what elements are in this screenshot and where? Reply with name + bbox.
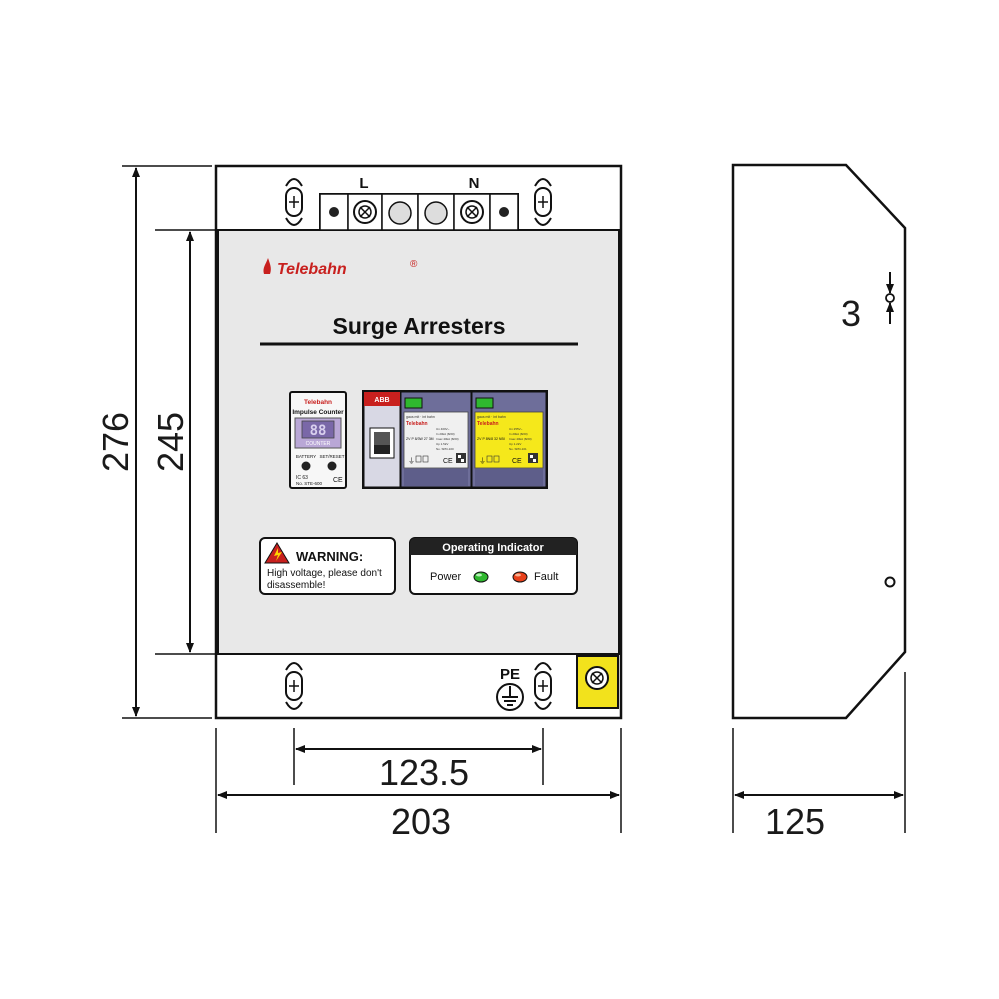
- indicator-fault-label: Fault: [534, 571, 558, 583]
- indicator-title: Operating Indicator: [442, 542, 544, 554]
- power-led: [473, 571, 489, 583]
- svg-text:No. SPD-100: No. SPD-100: [436, 447, 454, 451]
- svg-text:Telebahn: Telebahn: [477, 421, 499, 427]
- counter-battery-button[interactable]: [301, 461, 311, 471]
- svg-text:Imax 40kA (8/20): Imax 40kA (8/20): [509, 437, 532, 441]
- total-height-value: 276: [95, 412, 136, 472]
- dimension-hole-spacing: 123.5: [293, 728, 544, 793]
- pe-label: PE: [500, 666, 520, 683]
- terminal-label-line: L: [359, 175, 368, 192]
- svg-text:Up 1.5kV: Up 1.5kV: [436, 442, 448, 446]
- svg-text:In 20kA (8/20): In 20kA (8/20): [509, 432, 528, 436]
- counter-reset-label: SET/RESET: [319, 454, 344, 459]
- ce-mark: CE: [333, 477, 343, 484]
- counter-battery-label: BATTERY: [296, 454, 316, 459]
- registered-mark: ®: [410, 259, 418, 270]
- dimension-total-height: 276: [95, 165, 212, 719]
- total-width-value: 203: [391, 801, 451, 842]
- module1-status-window: [404, 397, 423, 409]
- dimension-depth: 125: [732, 672, 906, 842]
- dimension-total-width: 203: [215, 728, 622, 842]
- side-view: 3: [731, 163, 907, 720]
- counter-display-digits: 88: [310, 423, 327, 439]
- spd-modules: ABB gaus mit · int bahn Telebahn ZV P 8/…: [362, 390, 548, 489]
- module2-status-window: [475, 397, 494, 409]
- svg-text:Up 1.2kV: Up 1.2kV: [509, 442, 521, 446]
- svg-text:gaus mit · int bahn: gaus mit · int bahn: [477, 415, 506, 419]
- terminal-block: [319, 193, 519, 231]
- fixing-hole-upper: [885, 293, 895, 303]
- terminal-label-neutral: N: [469, 175, 480, 192]
- flame-icon: [263, 258, 271, 274]
- depth-value: 125: [765, 801, 825, 842]
- breaker-brand: ABB: [374, 397, 389, 404]
- indicator-power-label: Power: [430, 571, 462, 583]
- counter-reset-button[interactable]: [327, 461, 337, 471]
- svg-text:CE: CE: [512, 458, 522, 465]
- spd-module-2: gaus mit · int bahn Telebahn ZV P 8N/8 3…: [471, 391, 547, 488]
- svg-text:gaus mit · int bahn: gaus mit · int bahn: [406, 415, 435, 419]
- counter-display-label: COUNTER: [306, 441, 331, 447]
- svg-text:Imax 40kA (8/20): Imax 40kA (8/20): [436, 437, 459, 441]
- counter-brand: Telebahn: [304, 399, 332, 406]
- counter-line2: No. STE-600: [296, 481, 323, 486]
- impulse-counter: Telebahn Impulse Counter 88 COUNTER BATT…: [289, 391, 347, 489]
- fixing-hole-lower: [884, 576, 896, 588]
- hole-spacing-value: 123.5: [379, 752, 469, 793]
- panel-title: Surge Arresters: [332, 313, 505, 339]
- svg-text:⏚: ⏚: [408, 457, 415, 465]
- svg-text:Telebahn: Telebahn: [406, 421, 428, 427]
- mounting-slot-bottom-right: [534, 662, 552, 710]
- counter-display: [301, 420, 335, 439]
- svg-text:ZV P 8N/8 32 NBI: ZV P 8N/8 32 NBI: [477, 437, 505, 441]
- counter-line1: IC 63: [296, 475, 308, 481]
- panel-height-value: 245: [150, 412, 191, 472]
- warning-label: WARNING: High voltage, please don't disa…: [259, 537, 396, 595]
- earth-terminal: [576, 655, 619, 709]
- svg-text:No. SPD-101: No. SPD-101: [509, 447, 527, 451]
- brand-name: Telebahn: [277, 261, 347, 278]
- svg-text:⏚: ⏚: [479, 457, 486, 465]
- earth-icon: [496, 683, 524, 711]
- svg-text:Un 255V~: Un 255V~: [509, 427, 523, 431]
- wall-gap-value: 3: [841, 293, 861, 334]
- svg-text:In 20kA (8/20): In 20kA (8/20): [436, 432, 455, 436]
- side-outline: [731, 163, 907, 720]
- svg-text:CE: CE: [443, 458, 453, 465]
- mounting-slot-top-right: [534, 178, 552, 226]
- fault-led: [512, 571, 528, 583]
- mounting-slot-top-left: [285, 178, 303, 226]
- svg-text:Un 400V~: Un 400V~: [436, 427, 450, 431]
- svg-text:ZV P 8/3W 27 3M: ZV P 8/3W 27 3M: [406, 437, 434, 441]
- mounting-slot-bottom-left: [285, 662, 303, 710]
- brand-logo: Telebahn ®: [263, 258, 418, 278]
- front-view: L N Telebahn ® Surge Arresters Telebahn …: [214, 164, 623, 720]
- operating-indicator: Operating Indicator Power Fault: [409, 537, 578, 595]
- counter-title: Impulse Counter: [292, 409, 344, 416]
- warning-line1: High voltage, please don't: [267, 568, 382, 579]
- spd-module-1: gaus mit · int bahn Telebahn ZV P 8/3W 2…: [400, 391, 472, 488]
- warning-line2: disassemble!: [267, 580, 325, 591]
- warning-title: WARNING:: [296, 549, 363, 564]
- dimension-panel-height: 245: [150, 229, 216, 655]
